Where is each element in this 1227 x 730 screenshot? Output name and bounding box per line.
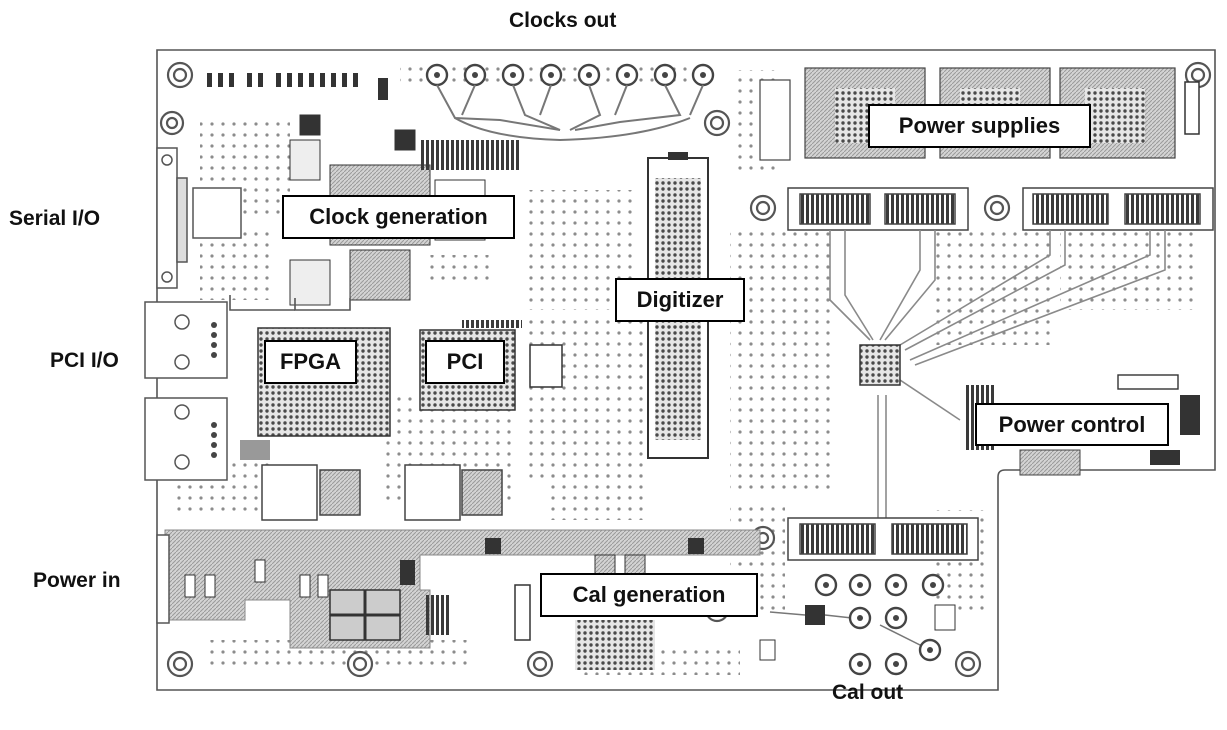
cal-generation-label: Cal generation	[540, 573, 758, 617]
digitizer-label: Digitizer	[615, 278, 745, 322]
routing-traces	[829, 230, 1166, 520]
pci-io-label: PCI I/O	[50, 349, 119, 372]
transformer-modules	[261, 464, 503, 521]
power-supplies-label: Power supplies	[868, 104, 1091, 148]
central-switch-chip	[859, 344, 901, 386]
pci-label: PCI	[425, 340, 505, 384]
top-left-parts	[207, 73, 388, 100]
fpga-label: FPGA	[264, 340, 357, 384]
serial-connector	[156, 147, 242, 289]
bottom-mezzanine-connector	[787, 517, 979, 561]
power-control-label: Power control	[975, 403, 1169, 446]
power-in-label: Power in	[33, 569, 121, 592]
clocks-out-label: Clocks out	[509, 9, 617, 32]
power-in-area	[156, 529, 761, 649]
serial-io-label: Serial I/O	[9, 207, 101, 230]
top-mezzanine-connectors	[787, 187, 1214, 231]
cal-out-label: Cal out	[832, 681, 904, 704]
clock-generation-label: Clock generation	[282, 195, 515, 239]
clock-out-traces	[436, 84, 704, 142]
pci-io-connectors	[144, 301, 228, 481]
